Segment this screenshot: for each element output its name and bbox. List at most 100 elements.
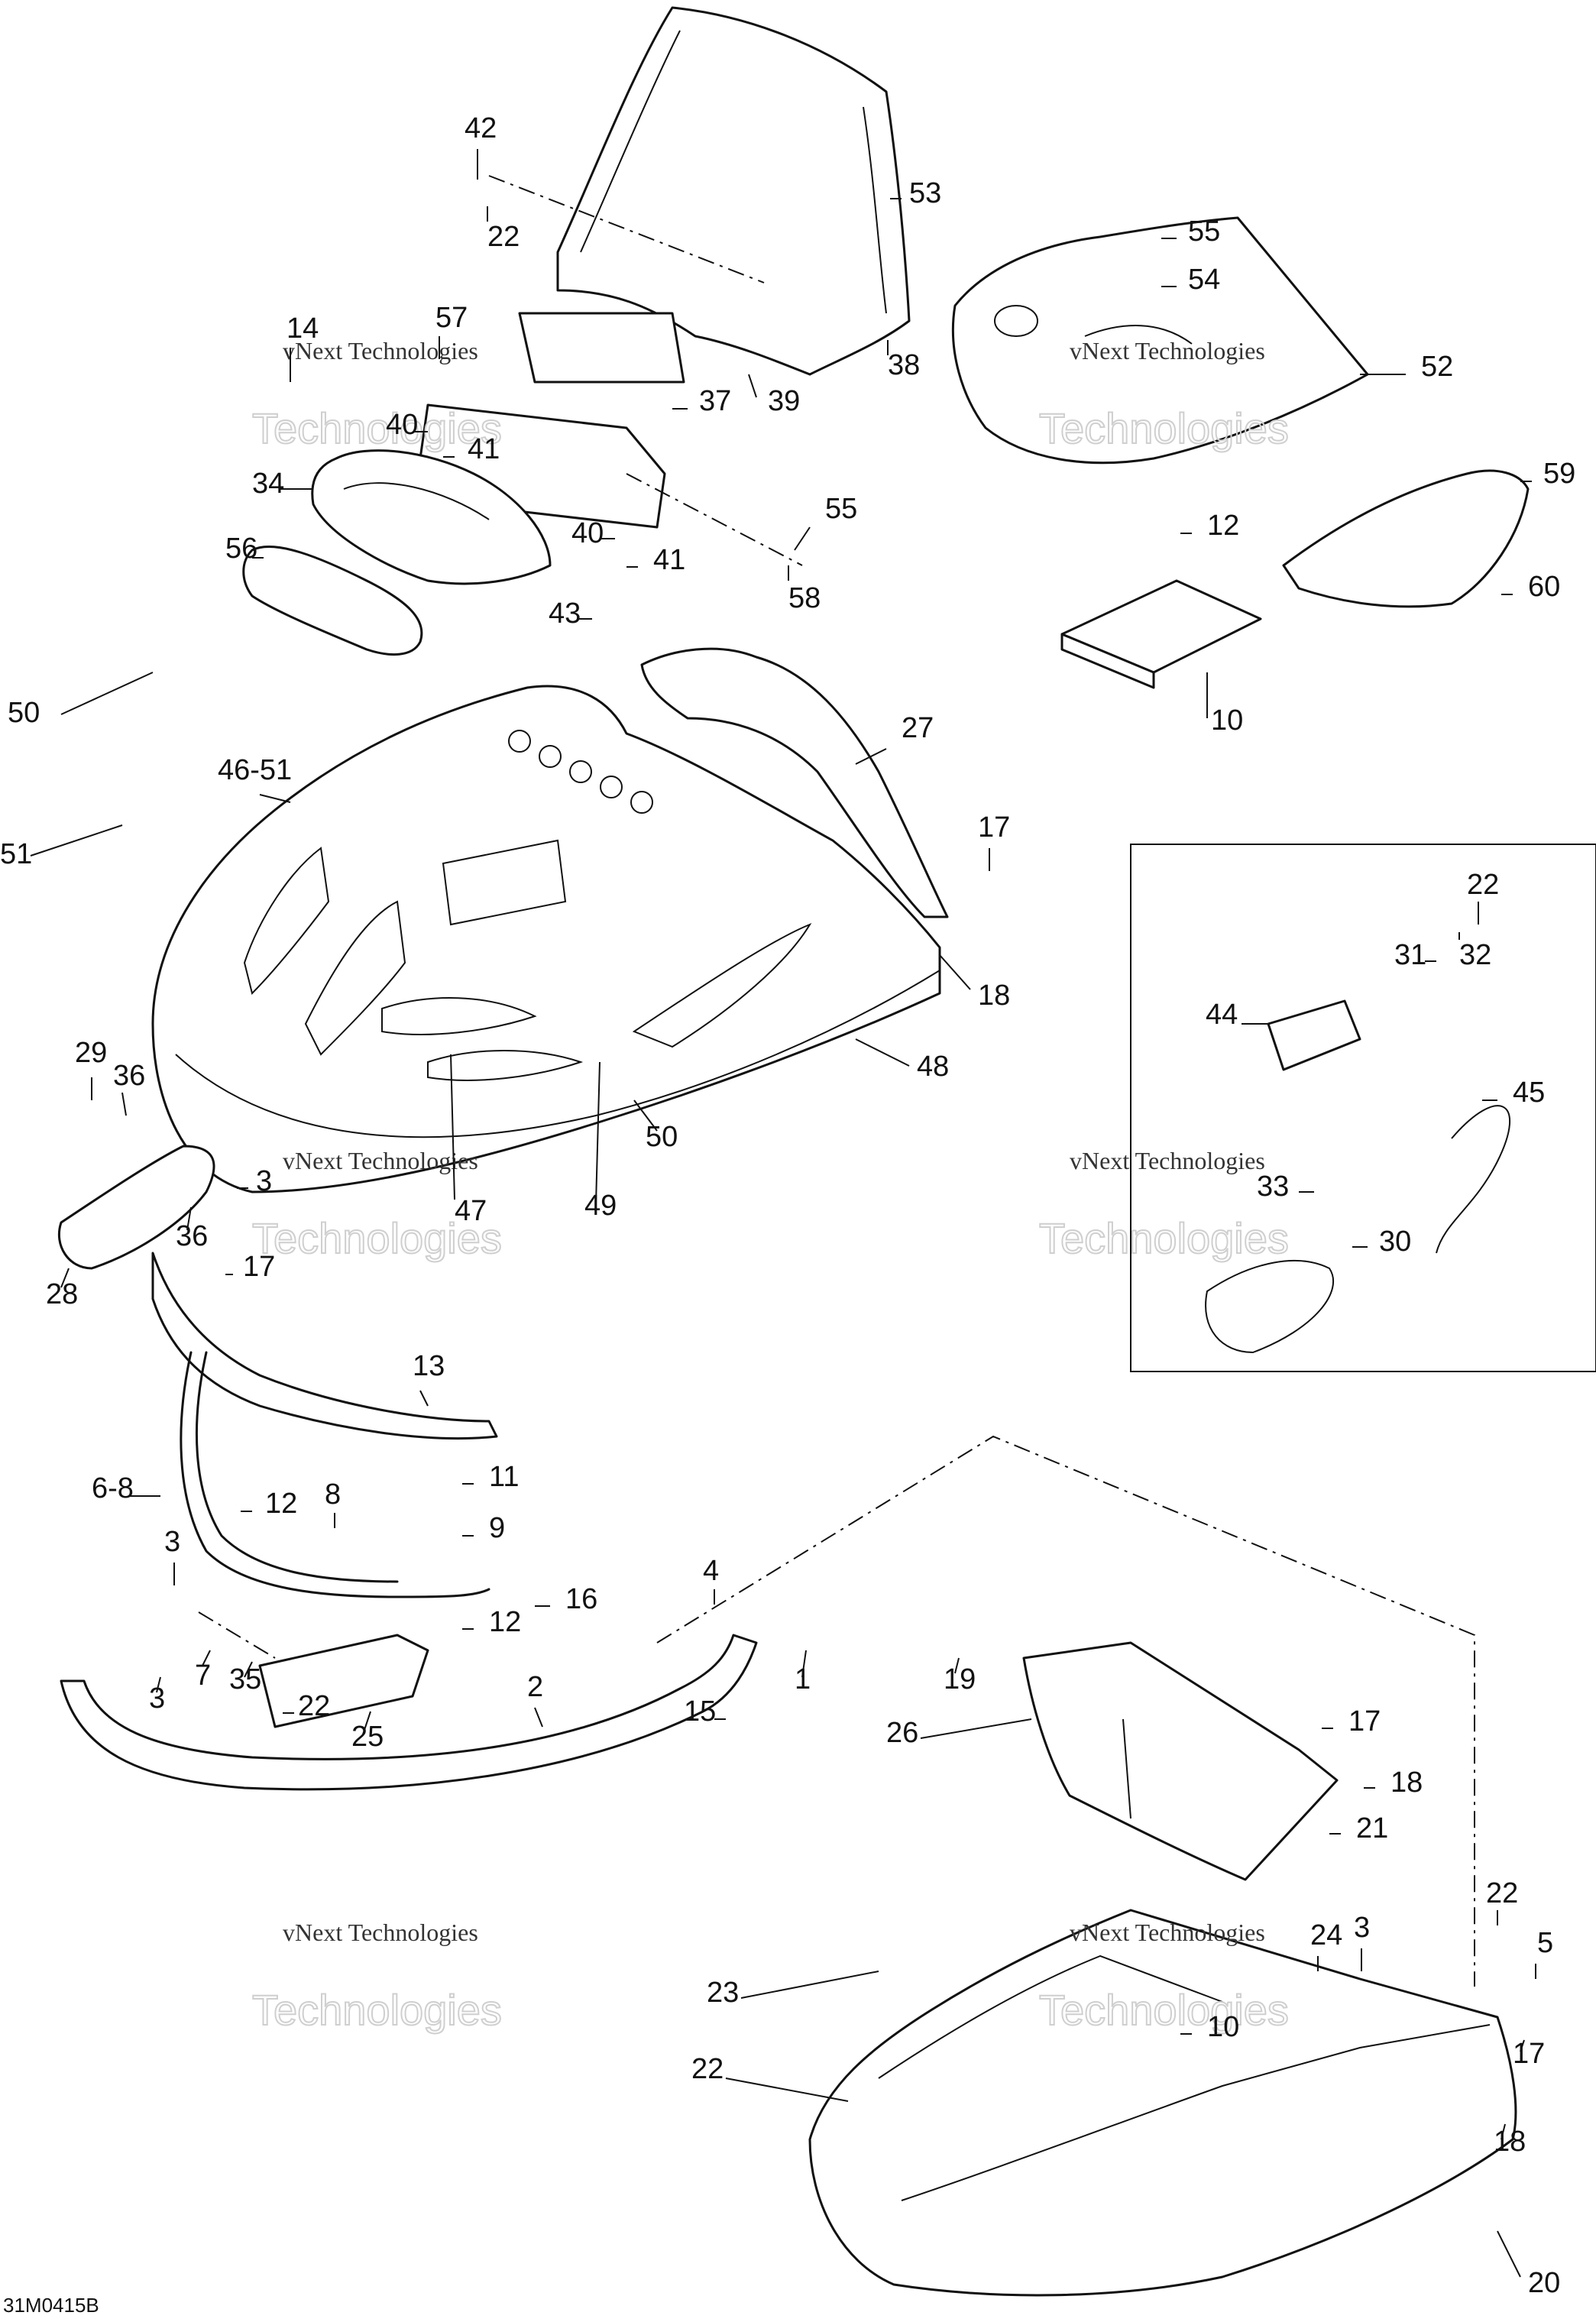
callout-label: 26 xyxy=(886,1717,918,1749)
callout-label: 39 xyxy=(768,385,800,417)
foam-pad-part xyxy=(1060,579,1262,689)
watermark-group: vNext Technologies Technologies vNext Te… xyxy=(251,337,1290,2035)
callout-label: 19 xyxy=(944,1663,976,1695)
callout-label: 49 xyxy=(584,1190,617,1222)
leader-line xyxy=(633,1099,658,1132)
callout-label: 24 xyxy=(1310,1919,1342,1951)
callout-label: 42 xyxy=(465,112,497,144)
leader-line xyxy=(259,794,291,803)
leader-line xyxy=(450,1054,455,1200)
watermark-text: vNext Technologies xyxy=(1070,1147,1265,1174)
leader-line xyxy=(362,1711,371,1735)
callout-label: 17 xyxy=(1348,1705,1381,1737)
leader-line xyxy=(939,954,971,990)
leader-line xyxy=(748,374,757,398)
callout-label: 18 xyxy=(1494,2126,1526,2158)
callout-label: 2 xyxy=(527,1671,543,1703)
callout-label: 1 xyxy=(795,1663,811,1695)
bumper-frame-part xyxy=(180,1351,490,1598)
leader-line xyxy=(60,672,154,715)
callout-label: 7 xyxy=(195,1660,211,1692)
callout-label: 22 xyxy=(487,221,520,253)
callout-label: 51 xyxy=(0,838,32,870)
callout-label: 50 xyxy=(8,697,40,729)
callout-label: 10 xyxy=(1211,704,1243,737)
leader-line xyxy=(30,824,123,857)
callout-label: 45 xyxy=(1513,1077,1545,1109)
watermark-outline: Technologies xyxy=(252,1986,502,2034)
callout-label: 55 xyxy=(825,493,857,525)
front-cover-part xyxy=(1022,1641,1339,1881)
detail-inset xyxy=(1130,844,1596,1372)
callout-label: 8 xyxy=(325,1478,341,1511)
callout-label: 3 xyxy=(256,1165,272,1197)
callout-label: 15 xyxy=(684,1695,716,1728)
watermark-outline: Technologies xyxy=(1039,1986,1289,2034)
leader-line xyxy=(740,1971,879,1999)
leader-line xyxy=(595,1061,601,1204)
callout-label: 40 xyxy=(386,409,418,441)
callout-label: 36 xyxy=(113,1060,145,1092)
callout-label: 3 xyxy=(149,1682,165,1715)
seat-part xyxy=(311,449,552,585)
watermark-outline: Technologies xyxy=(1039,1214,1289,1262)
callout-label: 52 xyxy=(1421,351,1453,383)
callout-label: 6-8 xyxy=(92,1472,134,1504)
handle-part xyxy=(242,546,423,656)
leader-line xyxy=(156,1676,161,1693)
callout-label: 47 xyxy=(455,1195,487,1227)
leader-line xyxy=(801,1650,807,1678)
callout-label: 31 xyxy=(1394,939,1426,971)
leader-lines xyxy=(30,149,1536,2278)
bumper-part xyxy=(60,1634,758,1791)
callout-label: 10 xyxy=(1207,2011,1239,2043)
leader-line xyxy=(202,1650,211,1666)
callout-label: 40 xyxy=(571,517,604,549)
callout-label: 11 xyxy=(489,1461,519,1493)
callout-label: 60 xyxy=(1528,571,1560,603)
upper-cover-part xyxy=(951,216,1369,465)
callout-label: 57 xyxy=(435,302,468,334)
callout-label: 23 xyxy=(707,1977,739,2009)
callout-label: 20 xyxy=(1528,2267,1560,2299)
callout-label: 18 xyxy=(1390,1767,1423,1799)
callout-label: 58 xyxy=(788,582,821,614)
skid-part xyxy=(1282,469,1530,608)
watermark-outline: Technologies xyxy=(252,1214,502,1262)
leader-line xyxy=(244,1661,253,1678)
callout-label: 32 xyxy=(1459,939,1491,971)
callout-label: 12 xyxy=(1207,510,1239,542)
callout-label: 9 xyxy=(489,1512,505,1544)
callout-label: 22 xyxy=(1486,1877,1518,1909)
leader-line xyxy=(920,1718,1032,1739)
leader-line xyxy=(534,1707,543,1728)
callout-label: 44 xyxy=(1206,999,1238,1031)
callout-label: 38 xyxy=(888,349,920,381)
callout-label: 22 xyxy=(298,1690,330,1722)
leader-line xyxy=(855,748,887,765)
callout-label: 30 xyxy=(1379,1226,1411,1258)
leader-line xyxy=(60,1268,70,1288)
callout-label: 17 xyxy=(243,1251,275,1283)
callout-label: 17 xyxy=(978,811,1010,844)
callout-label: 35 xyxy=(229,1663,261,1695)
callout-label: 33 xyxy=(1257,1171,1289,1203)
leader-line xyxy=(725,2077,849,2102)
callout-label: 50 xyxy=(646,1121,678,1153)
leader-line xyxy=(794,526,811,551)
hood-part xyxy=(151,685,941,1193)
callout-label: 17 xyxy=(1513,2038,1545,2070)
watermark-text: vNext Technologies xyxy=(1070,337,1265,364)
drawing-code: 31M0415B xyxy=(3,2294,99,2317)
leader-line xyxy=(855,1038,910,1067)
watermark-outline: Technologies xyxy=(252,404,502,452)
side-panel-part xyxy=(640,647,949,918)
callout-label: 56 xyxy=(225,533,257,565)
leader-line xyxy=(954,1657,960,1674)
callout-label: 4 xyxy=(703,1555,719,1587)
callout-label: 34 xyxy=(252,468,284,500)
grab-handle-part xyxy=(57,1145,215,1270)
bracket-part xyxy=(258,1634,429,1728)
callout-label: 41 xyxy=(468,433,500,465)
